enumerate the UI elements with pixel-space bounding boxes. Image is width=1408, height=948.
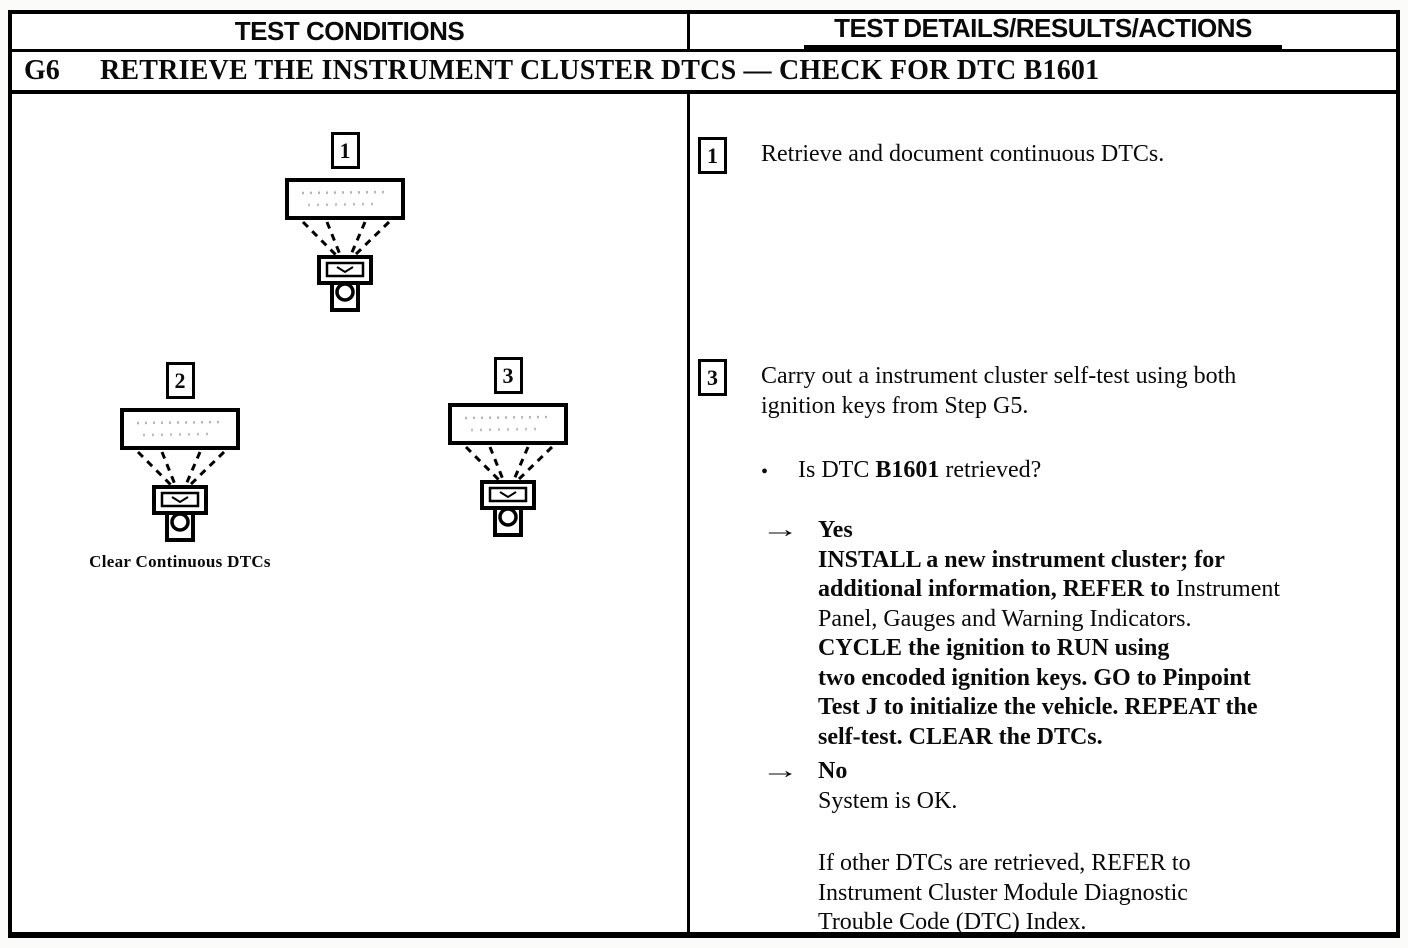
beam-dashed-lines: [136, 450, 226, 488]
beam-dashed-lines: [301, 220, 391, 258]
connector-slot: [325, 261, 365, 278]
step-id: G6: [24, 55, 60, 86]
test-conditions-heading: TEST CONDITIONS: [234, 16, 465, 46]
figure-2-caption: Clear Continuous DTCs: [89, 552, 271, 571]
step-3-text: Carry out a instrument cluster self-test…: [761, 363, 1237, 419]
display-screen: [120, 408, 240, 450]
figure-scan-tool-3: 3: [398, 357, 618, 538]
step-title: RETRIEVE THE INSTRUMENT CLUSTER DTCS — C…: [100, 55, 1100, 86]
step-1-number: 1: [707, 142, 718, 168]
figure-3-number: 3: [502, 362, 514, 388]
display-screen: [448, 403, 568, 445]
step-3-callout-box: 3: [698, 359, 727, 396]
answer-yes-head: → Yes: [761, 516, 1280, 546]
step-1-text: Retrieve and document continuous DTCs.: [761, 141, 1165, 167]
question-row: • Is DTC B1601 retrieved?: [761, 456, 1041, 488]
figure-3-callout-box: 3: [493, 357, 523, 394]
other-dtcs-note: If other DTCs are retrieved, REFER to In…: [818, 850, 1191, 935]
test-details-heading: TEST DETAILS/RESULTS/ACTIONS: [804, 12, 1282, 49]
bullet-icon: •: [761, 461, 769, 483]
step-header-row: G6 RETRIEVE THE INSTRUMENT CLUSTER DTCS …: [12, 52, 1396, 94]
figure-2-number: 2: [174, 367, 186, 393]
connector-chevron: [499, 491, 517, 499]
scan-tool-illustration-icon: [120, 408, 240, 542]
table-header-row: TEST CONDITIONS TEST DETAILS/RESULTS/ACT…: [12, 12, 1396, 52]
connector-button: [170, 512, 190, 532]
arrow-right-icon: →: [761, 517, 800, 543]
scan-tool-illustration-icon: [285, 178, 405, 312]
connector-chevron: [336, 266, 354, 274]
header-cell-test-details: TEST DETAILS/RESULTS/ACTIONS: [690, 12, 1396, 49]
step-3-row: 3 Carry out a instrument cluster self-te…: [698, 359, 1236, 421]
answer-yes-block: → Yes INSTALL a new instrument cluster; …: [761, 516, 1280, 752]
step-1-callout-box: 1: [698, 137, 727, 174]
screen-text-dots: [142, 432, 210, 437]
connector-button: [498, 507, 518, 527]
table-body-row: 1: [12, 94, 1396, 935]
answer-no-head: → No: [761, 757, 957, 787]
figure-1-callout-box: 1: [330, 132, 360, 169]
answer-yes-label: Yes: [818, 517, 853, 543]
dtc-code: B1601: [875, 457, 940, 483]
screen-text-dots: [470, 427, 538, 432]
connector-button: [335, 282, 355, 302]
connector-slot: [160, 491, 200, 508]
figure-1-number: 1: [339, 137, 351, 163]
answer-yes-actions: INSTALL a new instrument cluster; for ad…: [818, 546, 1281, 750]
step-3-number: 3: [707, 364, 718, 390]
header-cell-test-conditions: TEST CONDITIONS: [12, 14, 690, 49]
connector-chevron: [171, 496, 189, 504]
answer-no-actions: System is OK.: [818, 787, 958, 814]
answer-no-block: → No System is OK.: [761, 757, 957, 816]
arrow-right-icon: →: [761, 758, 800, 784]
figure-scan-tool-1: 1: [235, 132, 455, 313]
display-screen: [285, 178, 405, 220]
scan-tool-illustration-icon: [448, 403, 568, 537]
pinpoint-test-table: TEST CONDITIONS TEST DETAILS/RESULTS/ACT…: [8, 10, 1400, 938]
test-details-cell: 1 Retrieve and document continuous DTCs.…: [690, 94, 1396, 935]
answer-no-label: No: [818, 758, 848, 784]
test-conditions-cell: 1: [12, 94, 690, 932]
step-1-row: 1 Retrieve and document continuous DTCs.: [698, 137, 1164, 174]
question-text: Is DTC B1601 retrieved?: [798, 457, 1042, 483]
beam-dashed-lines: [464, 445, 554, 483]
screen-text-dots: [307, 202, 375, 207]
figure-2-callout-box: 2: [165, 362, 195, 399]
figure-scan-tool-2: 2 C: [70, 362, 290, 572]
connector-slot: [488, 486, 528, 503]
